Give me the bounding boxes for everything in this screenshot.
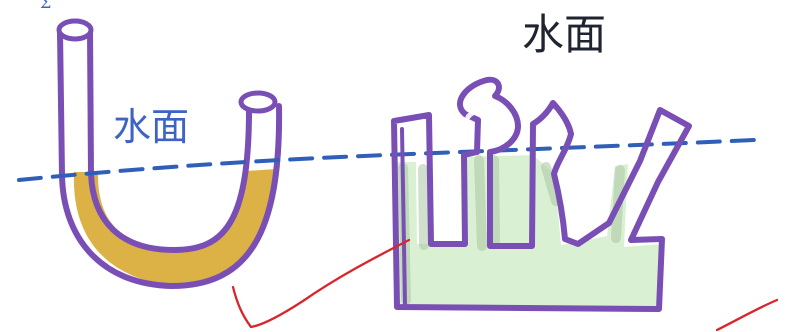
u-tube-outline bbox=[57, 27, 283, 289]
communicating-vessel-left-inner-wall bbox=[400, 127, 407, 306]
communicating-vessel-icon bbox=[391, 76, 692, 312]
u-tube-fill bbox=[73, 169, 277, 286]
communicating-vessel-top-bulb-highlight bbox=[465, 106, 505, 120]
u-tube-icon bbox=[56, 18, 283, 289]
u-tube-right-opening bbox=[238, 90, 278, 114]
water-surface-line-icon bbox=[17, 138, 756, 182]
top-water-surface-label: 水面 bbox=[522, 10, 606, 59]
corner-mark-label: Σ bbox=[40, 0, 51, 12]
left-red-line-icon bbox=[231, 238, 411, 329]
left-water-surface-label: 水面 bbox=[113, 105, 189, 149]
communicating-vessel-outline bbox=[391, 76, 692, 312]
right-red-line-icon bbox=[715, 298, 779, 332]
u-tube-left-opening bbox=[56, 18, 94, 42]
